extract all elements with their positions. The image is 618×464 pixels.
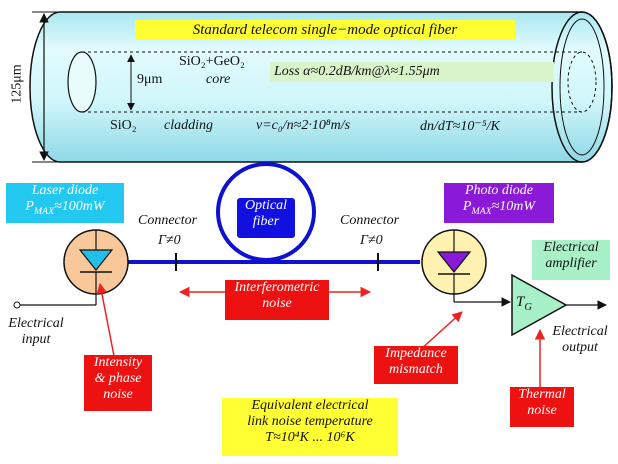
amplifier-tg-label: TG	[516, 294, 532, 313]
output-line1: Electrical	[552, 324, 608, 339]
optical-fiber-line2: fiber	[252, 214, 280, 230]
laser-diode-box: Laser diode PMAX≈100mW	[6, 183, 124, 223]
intensity-line1: Intensity	[93, 355, 143, 370]
electrical-amplifier-box: Electrical amplifier	[532, 240, 610, 280]
amplifier-line2: amplifier	[545, 256, 597, 272]
electrical-output-label: Electrical output	[544, 324, 616, 356]
dndt-label: dn/dT≈10⁻⁵/K	[420, 119, 500, 134]
photo-diode-symbol	[421, 229, 511, 307]
equivalent-line2: link noise temperature	[247, 414, 373, 430]
optical-fiber-line1: Optical	[245, 198, 287, 213]
optical-fiber-box: Optical fiber	[237, 198, 295, 238]
fiber-title: Standard telecom single−mode optical fib…	[135, 20, 515, 40]
interferometric-noise-box: Interferometric noise	[225, 280, 329, 320]
outer-diameter-label: 125μm	[9, 64, 25, 104]
laser-diode-title: Laser diode	[31, 183, 99, 198]
equivalent-temperature-box: Equivalent electrical link noise tempera…	[222, 398, 398, 456]
electrical-input-label: Electrical input	[2, 316, 70, 348]
intensity-line2: & phase	[94, 371, 142, 387]
connector-left-label: Connector	[138, 213, 198, 228]
impedance-mismatch-box: Impedance mismatch	[374, 346, 458, 384]
interferometric-line1: Interferometric	[234, 280, 320, 295]
link-line	[128, 162, 420, 271]
cladding-material-label: SiO₂	[110, 118, 137, 133]
connector-right-label: Connector	[340, 213, 400, 228]
thermal-line1: Thermal	[518, 387, 566, 402]
output-line2: output	[562, 340, 598, 356]
gamma-right-label: Γ≠0	[360, 233, 383, 248]
loss-label: Loss α≈0.2dB/km@λ≈1.55μm	[270, 62, 554, 82]
impedance-line1: Impedance	[385, 346, 447, 361]
thermal-noise-box: Thermal noise	[510, 387, 574, 427]
core-label: core	[206, 72, 231, 87]
photo-diode-title: Photo diode	[464, 183, 534, 198]
amplifier-line1: Electrical	[543, 240, 599, 255]
input-line2: input	[21, 332, 51, 348]
core-diameter-label: 9μm	[137, 72, 163, 87]
equivalent-line3: T≈10⁴K ... 10⁶K	[265, 430, 355, 446]
laser-diode-power: PMAX≈100mW	[25, 199, 105, 217]
cladding-label: cladding	[164, 118, 213, 133]
gamma-left-label: Γ≠0	[158, 233, 181, 248]
amplifier-symbol	[511, 273, 607, 337]
interferometric-line2: noise	[262, 296, 292, 312]
input-line1: Electrical	[8, 316, 64, 331]
core-material-label: SiO₂+GeO₂	[179, 54, 245, 69]
intensity-noise-box: Intensity & phase noise	[84, 355, 152, 411]
fiber-cylinder	[29, 11, 613, 163]
velocity-label: v=c₀/n≈2·10⁸m/s	[256, 118, 351, 133]
impedance-line2: mismatch	[389, 362, 443, 378]
photo-diode-box: Photo diode PMAX≈10mW	[444, 183, 554, 223]
photo-diode-power: PMAX≈10mW	[462, 199, 536, 217]
intensity-line3: noise	[103, 387, 133, 403]
thermal-line2: noise	[527, 403, 557, 419]
dimension-125-arrow	[32, 11, 60, 163]
laser-diode-symbol	[13, 229, 129, 309]
equivalent-line1: Equivalent electrical	[251, 398, 369, 413]
